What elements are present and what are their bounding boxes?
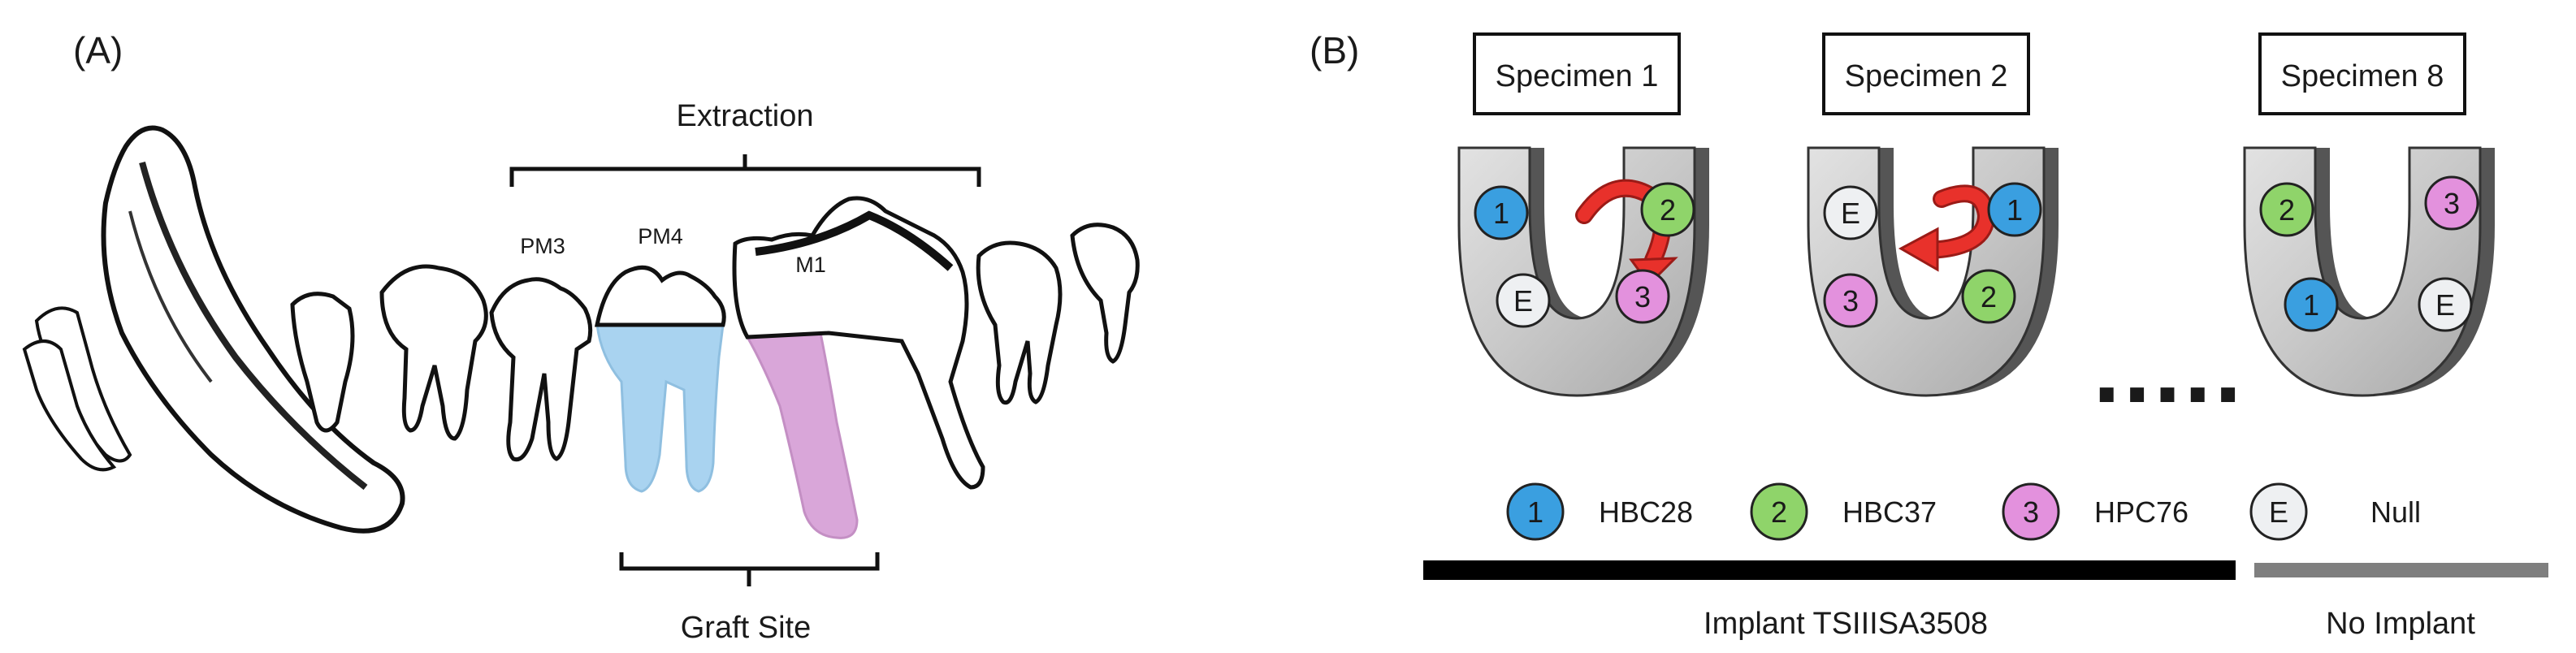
m1-root-graft (745, 331, 859, 539)
premolar-1-illustration (290, 292, 355, 433)
svg-text:HBC37: HBC37 (1842, 495, 1937, 529)
svg-text:1: 1 (1527, 495, 1543, 529)
premolar-2-illustration (379, 264, 488, 441)
svg-text:3: 3 (2444, 187, 2460, 220)
m1-crown-illustration (732, 196, 985, 490)
svg-text:3: 3 (1842, 284, 1859, 318)
pm4-root-graft (595, 323, 725, 493)
specimen-2-title: Specimen 2 (1845, 59, 2008, 93)
legend-item-1: 1 HBC28 (1506, 482, 1693, 541)
pm3-illustration (489, 277, 593, 462)
svg-text:2: 2 (1660, 193, 1676, 227)
specimen-8-site-3: 1 (2284, 277, 2339, 332)
specimen-8-site-2: 3 (2424, 175, 2479, 231)
implant-label: Implant TSIIISA3508 (1704, 607, 1988, 641)
svg-text:E: E (1841, 197, 1860, 230)
svg-text:E: E (2269, 495, 2288, 529)
m1-label: M1 (795, 253, 826, 277)
specimen-2-site-2: 1 (1987, 182, 2042, 237)
no-implant-bar (2254, 563, 2548, 577)
specimen-1-site-4: 3 (1615, 269, 1670, 324)
no-implant-label: No Implant (2326, 607, 2475, 641)
svg-text:2: 2 (1771, 495, 1787, 529)
extraction-label: Extraction (677, 99, 814, 133)
legend: 1 HBC28 2 HBC37 3 HPC76 E Null (1506, 482, 2421, 541)
graft-site-bracket (619, 552, 880, 586)
pm3-label: PM3 (520, 234, 565, 258)
svg-text:2: 2 (1981, 280, 1997, 314)
specimen-1-site-1: 1 (1474, 185, 1529, 240)
specimen-2-site-4: 2 (1961, 269, 2016, 324)
svg-text:HBC28: HBC28 (1599, 495, 1693, 529)
svg-text:1: 1 (1493, 197, 1509, 230)
molar-2-illustration (976, 240, 1063, 405)
graft-site-label: Graft Site (681, 611, 812, 645)
svg-text:3: 3 (2023, 495, 2039, 529)
specimen-1-site-2: 2 (1640, 182, 1695, 237)
panel-a: (A) Extraction Graft Site PM3 PM4 M1 (22, 29, 1140, 645)
svg-text:3: 3 (1634, 280, 1651, 314)
pm4-crown-illustration (594, 265, 726, 327)
svg-text:HPC76: HPC76 (2094, 495, 2189, 529)
svg-text:E: E (1513, 284, 1533, 318)
pm4-label: PM4 (638, 224, 683, 249)
specimen-1-site-3: E (1496, 273, 1551, 328)
specimen-8-title-box (2258, 32, 2466, 115)
legend-item-2: 2 HBC37 (1750, 482, 1937, 541)
extraction-bracket (509, 154, 981, 187)
legend-item-3: 3 HPC76 (2002, 482, 2189, 541)
rotation-arrow-specimen-2 (1898, 184, 1996, 272)
svg-text:Null: Null (2370, 495, 2421, 529)
svg-text:1: 1 (2007, 193, 2023, 227)
legend-item-4: E Null (2249, 482, 2421, 541)
more-specimens-ellipsis: ..... (2093, 314, 2245, 423)
specimen-8-site-4: E (2418, 277, 2473, 332)
svg-text:2: 2 (2279, 193, 2295, 227)
specimen-2-site-3: 3 (1823, 273, 1878, 328)
specimen-8-site-1: 2 (2259, 182, 2314, 237)
implant-bar (1423, 560, 2236, 580)
specimen-1-title: Specimen 1 (1496, 59, 1659, 93)
svg-text:E: E (2435, 288, 2455, 322)
specimen-2-site-1: E (1823, 185, 1878, 240)
specimen-8-title: Specimen 8 (2281, 59, 2444, 93)
panel-b-label: (B) (1310, 29, 1359, 71)
svg-text:1: 1 (2303, 288, 2319, 322)
molar-3-illustration (1070, 223, 1140, 364)
specimen-2-title-box (1822, 32, 2030, 115)
panel-a-label: (A) (73, 29, 123, 71)
specimen-1-title-box (1473, 32, 1681, 115)
